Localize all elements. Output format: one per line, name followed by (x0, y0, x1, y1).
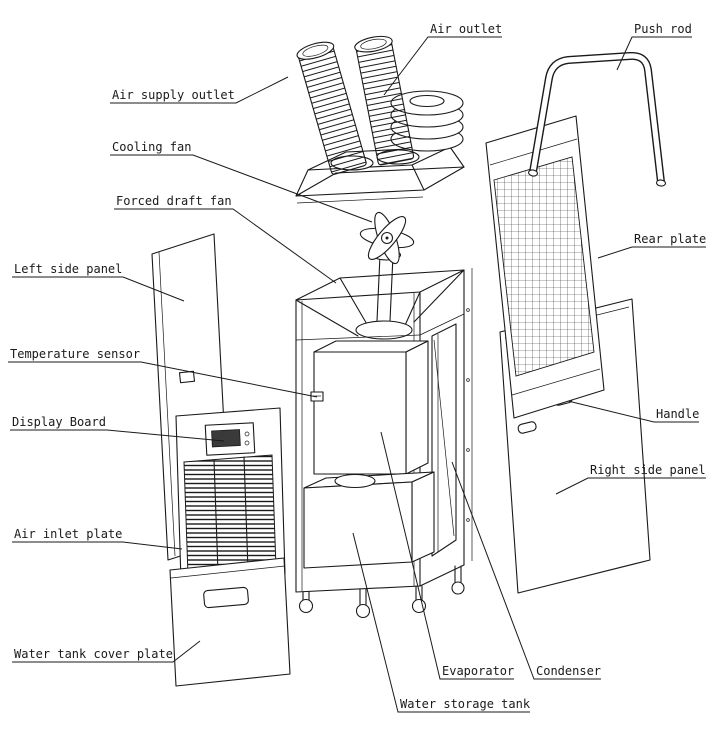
label-text: Push rod (634, 22, 692, 36)
leader-line (383, 36, 502, 96)
tank-opening (334, 473, 376, 489)
label-water-tank-cover-plate: Water tank cover plate (12, 640, 201, 663)
label-air-supply-outlet: Air supply outlet (110, 76, 289, 104)
label-text: Water storage tank (400, 697, 531, 711)
label-text: Cooling fan (112, 140, 191, 154)
label-text: Air outlet (430, 22, 502, 36)
leader-line (352, 532, 530, 713)
label-temperature-sensor: Temperature sensor (8, 347, 318, 398)
label-forced-draft-fan: Forced draft fan (114, 194, 337, 284)
label-evaporator: Evaporator (380, 431, 514, 680)
leader-line (567, 400, 699, 423)
leader-line (616, 36, 692, 71)
leader-line (597, 246, 706, 259)
condenser (431, 323, 457, 557)
water-storage-tank (303, 471, 435, 569)
label-push-rod: Push rod (616, 22, 692, 71)
label-right-side-panel: Right side panel (555, 463, 706, 495)
flex-duct-right (354, 35, 415, 166)
flex-duct-left (296, 41, 367, 175)
air-inlet-louvers (183, 454, 277, 576)
display-button (244, 440, 250, 446)
leader-line (12, 640, 201, 663)
labels: Air outlet Push rod Air supply outlet Co… (8, 22, 706, 713)
label-display-board: Display Board (10, 415, 225, 442)
rear-plate (485, 115, 605, 419)
label-handle: Handle (567, 400, 699, 423)
water-tank-cover-plate (169, 557, 291, 687)
label-text: Air supply outlet (112, 88, 235, 102)
leader-line (380, 431, 514, 680)
label-text: Left side panel (14, 262, 122, 276)
label-text: Evaporator (442, 664, 514, 678)
label-text: Forced draft fan (116, 194, 232, 208)
cooling-fan (359, 211, 415, 322)
label-air-inlet-plate: Air inlet plate (12, 527, 183, 550)
leader-line (12, 541, 183, 550)
evaporator (313, 340, 429, 475)
label-text: Handle (656, 407, 699, 421)
fan-deck (355, 320, 413, 340)
label-text: Rear plate (634, 232, 706, 246)
label-cooling-fan: Cooling fan (110, 140, 373, 223)
display-button (244, 431, 250, 437)
duct-opening (296, 41, 335, 60)
leader-line (8, 361, 318, 398)
label-air-outlet: Air outlet (383, 22, 502, 96)
label-text: Temperature sensor (10, 347, 140, 361)
display-board (204, 422, 256, 456)
label-condenser: Condenser (451, 461, 601, 680)
label-left-side-panel: Left side panel (12, 262, 185, 302)
label-text: Condenser (536, 664, 601, 678)
display-screen (211, 429, 241, 448)
label-water-storage-tank: Water storage tank (352, 532, 531, 713)
caster-wheels (298, 565, 465, 619)
label-rear-plate: Rear plate (597, 232, 706, 259)
label-text: Air inlet plate (14, 527, 122, 541)
front-panel (175, 407, 286, 583)
leader-line (12, 276, 185, 302)
push-rod (527, 51, 667, 187)
leader-line (110, 76, 289, 104)
leader-line (110, 154, 373, 223)
label-text: Display Board (12, 415, 106, 429)
leader-line (114, 208, 337, 284)
leader-line (451, 461, 601, 680)
duct-opening (354, 35, 393, 53)
panel-detail (178, 370, 196, 384)
label-text: Water tank cover plate (14, 647, 173, 661)
label-text: Right side panel (590, 463, 706, 477)
leader-line (555, 477, 706, 495)
handle-cutout-lower (517, 421, 537, 434)
cover-handle-recess (203, 586, 249, 609)
leader-line (10, 429, 225, 442)
